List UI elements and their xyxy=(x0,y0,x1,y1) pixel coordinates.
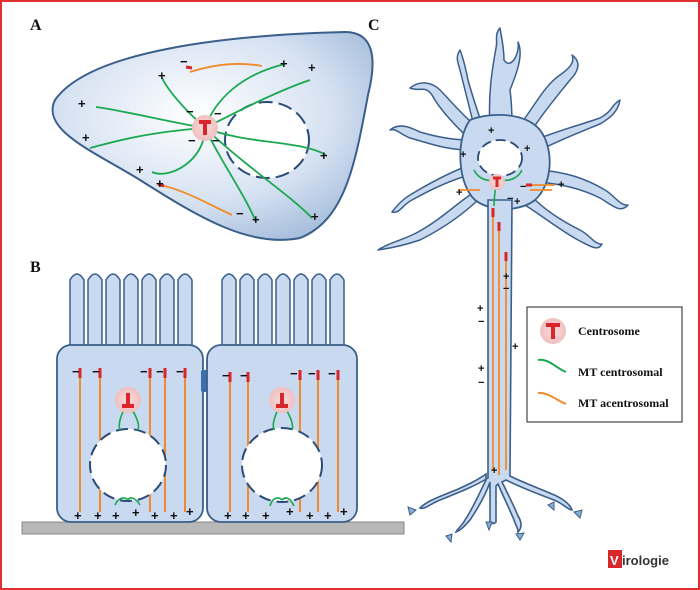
logo-mark xyxy=(608,550,622,568)
minus-end-caps xyxy=(491,183,532,261)
legend-centrosome-icon xyxy=(546,323,560,339)
minus-end-sign: − xyxy=(214,106,222,121)
plus-end-sign: + xyxy=(488,125,494,137)
minus-end-sign: − xyxy=(520,181,526,193)
plus-end-sign: + xyxy=(224,508,232,523)
plus-end-sign: + xyxy=(78,96,86,111)
plus-end-sign: + xyxy=(460,149,466,161)
plus-end-sign: + xyxy=(320,148,328,163)
minus-end-sign: − xyxy=(308,366,316,381)
plus-end-sign: + xyxy=(94,508,102,523)
logo-text: irologie xyxy=(622,553,669,568)
logo-initial: V xyxy=(610,553,619,568)
nucleus xyxy=(477,139,523,177)
panel-a-fibroblast-cell xyxy=(51,30,374,241)
plus-end-sign: + xyxy=(252,212,260,227)
axon xyxy=(418,199,574,534)
panel-c-neuron xyxy=(377,27,629,544)
centrosome xyxy=(276,393,288,408)
minus-end-sign: − xyxy=(222,368,230,383)
plus-end-sign: + xyxy=(151,508,159,523)
microvilli xyxy=(69,273,193,351)
plus-end-sign: + xyxy=(262,508,270,523)
plus-end-sign: + xyxy=(308,60,316,75)
panel-a-label: A xyxy=(30,17,42,34)
virologie-logo: V irologie xyxy=(608,550,669,568)
substrate xyxy=(21,521,405,535)
plus-end-sign: + xyxy=(324,508,332,523)
legend-mt-acentrosomal-label: MT acentrosomal xyxy=(578,396,669,410)
centrosome xyxy=(493,176,501,187)
minus-end-caps xyxy=(78,368,187,378)
microvilli xyxy=(221,273,345,351)
plus-end-sign: + xyxy=(491,465,497,477)
plus-end-sign: + xyxy=(158,68,166,83)
plus-end-sign: + xyxy=(186,504,194,519)
plus-end-sign: + xyxy=(280,56,288,71)
panel-b-label: B xyxy=(30,259,41,276)
minus-end-sign: − xyxy=(236,206,244,221)
minus-end-sign: − xyxy=(188,133,196,148)
epithelial-cell-left xyxy=(56,273,204,523)
plus-end-sign: + xyxy=(512,341,518,353)
plus-end-sign: + xyxy=(477,303,483,315)
plus-end-sign: + xyxy=(558,179,564,191)
minus-end-sign: − xyxy=(180,54,188,69)
legend-mt-centrosomal-swatch xyxy=(537,358,567,373)
legend-mt-centrosomal-label: MT centrosomal xyxy=(578,365,663,379)
nucleus xyxy=(89,428,167,502)
minus-end-sign: − xyxy=(186,104,194,119)
panel-c-signs: + + + + + + + + + + + − − − − − xyxy=(456,125,564,477)
plus-end-sign: + xyxy=(456,187,462,199)
plus-end-sign: + xyxy=(170,508,178,523)
minus-end-sign: − xyxy=(92,364,100,379)
minus-end-sign: − xyxy=(478,316,484,328)
epithelial-cell-right xyxy=(206,273,358,523)
plus-end-sign: + xyxy=(524,143,530,155)
minus-end-sign: − xyxy=(290,366,298,381)
plus-end-sign: + xyxy=(82,130,90,145)
plus-end-sign: + xyxy=(503,271,509,283)
plus-end-sign: + xyxy=(478,363,484,375)
minus-end-sign: − xyxy=(503,283,509,295)
centrosome xyxy=(122,393,134,408)
minus-end-sign: − xyxy=(140,364,148,379)
minus-end-sign: − xyxy=(240,368,248,383)
plus-end-sign: + xyxy=(286,504,294,519)
nucleus xyxy=(241,427,323,503)
minus-end-sign: − xyxy=(176,364,184,379)
dendrites xyxy=(377,27,629,251)
minus-end-sign: − xyxy=(507,193,513,205)
plus-end-sign: + xyxy=(311,209,319,224)
minus-end-sign: − xyxy=(212,133,220,148)
panel-a-signs: + + + + + + + + + + − − − − − − xyxy=(78,54,328,227)
plus-end-sign: + xyxy=(156,176,164,191)
plus-end-sign: + xyxy=(112,508,120,523)
plus-end-sign: + xyxy=(74,508,82,523)
minus-end-sign: − xyxy=(156,364,164,379)
panel-c-label: C xyxy=(368,17,380,34)
plus-end-sign: + xyxy=(242,508,250,523)
minus-end-sign: − xyxy=(478,377,484,389)
centrosome xyxy=(199,120,211,135)
plus-end-sign: + xyxy=(132,505,140,520)
minus-end-sign: − xyxy=(72,364,80,379)
plus-end-sign: + xyxy=(340,504,348,519)
plus-end-sign: + xyxy=(136,162,144,177)
nucleus xyxy=(224,101,310,179)
acentrosomal-microtubules xyxy=(157,63,263,216)
panel-b-signs: − − − − − − − − − − + + + + + + + + + + … xyxy=(72,364,348,523)
plus-end-sign: + xyxy=(306,508,314,523)
legend-centrosome-label: Centrosome xyxy=(578,324,640,338)
minus-end-sign: − xyxy=(328,366,336,381)
acentrosomal-microtubules xyxy=(458,184,555,475)
legend: Centrosome MT centrosomal MT acentrosoma… xyxy=(526,306,683,423)
minus-end-caps xyxy=(228,370,340,382)
plus-end-sign: + xyxy=(514,196,520,208)
legend-mt-acentrosomal-swatch xyxy=(537,391,567,405)
axon-terminals xyxy=(407,501,583,544)
